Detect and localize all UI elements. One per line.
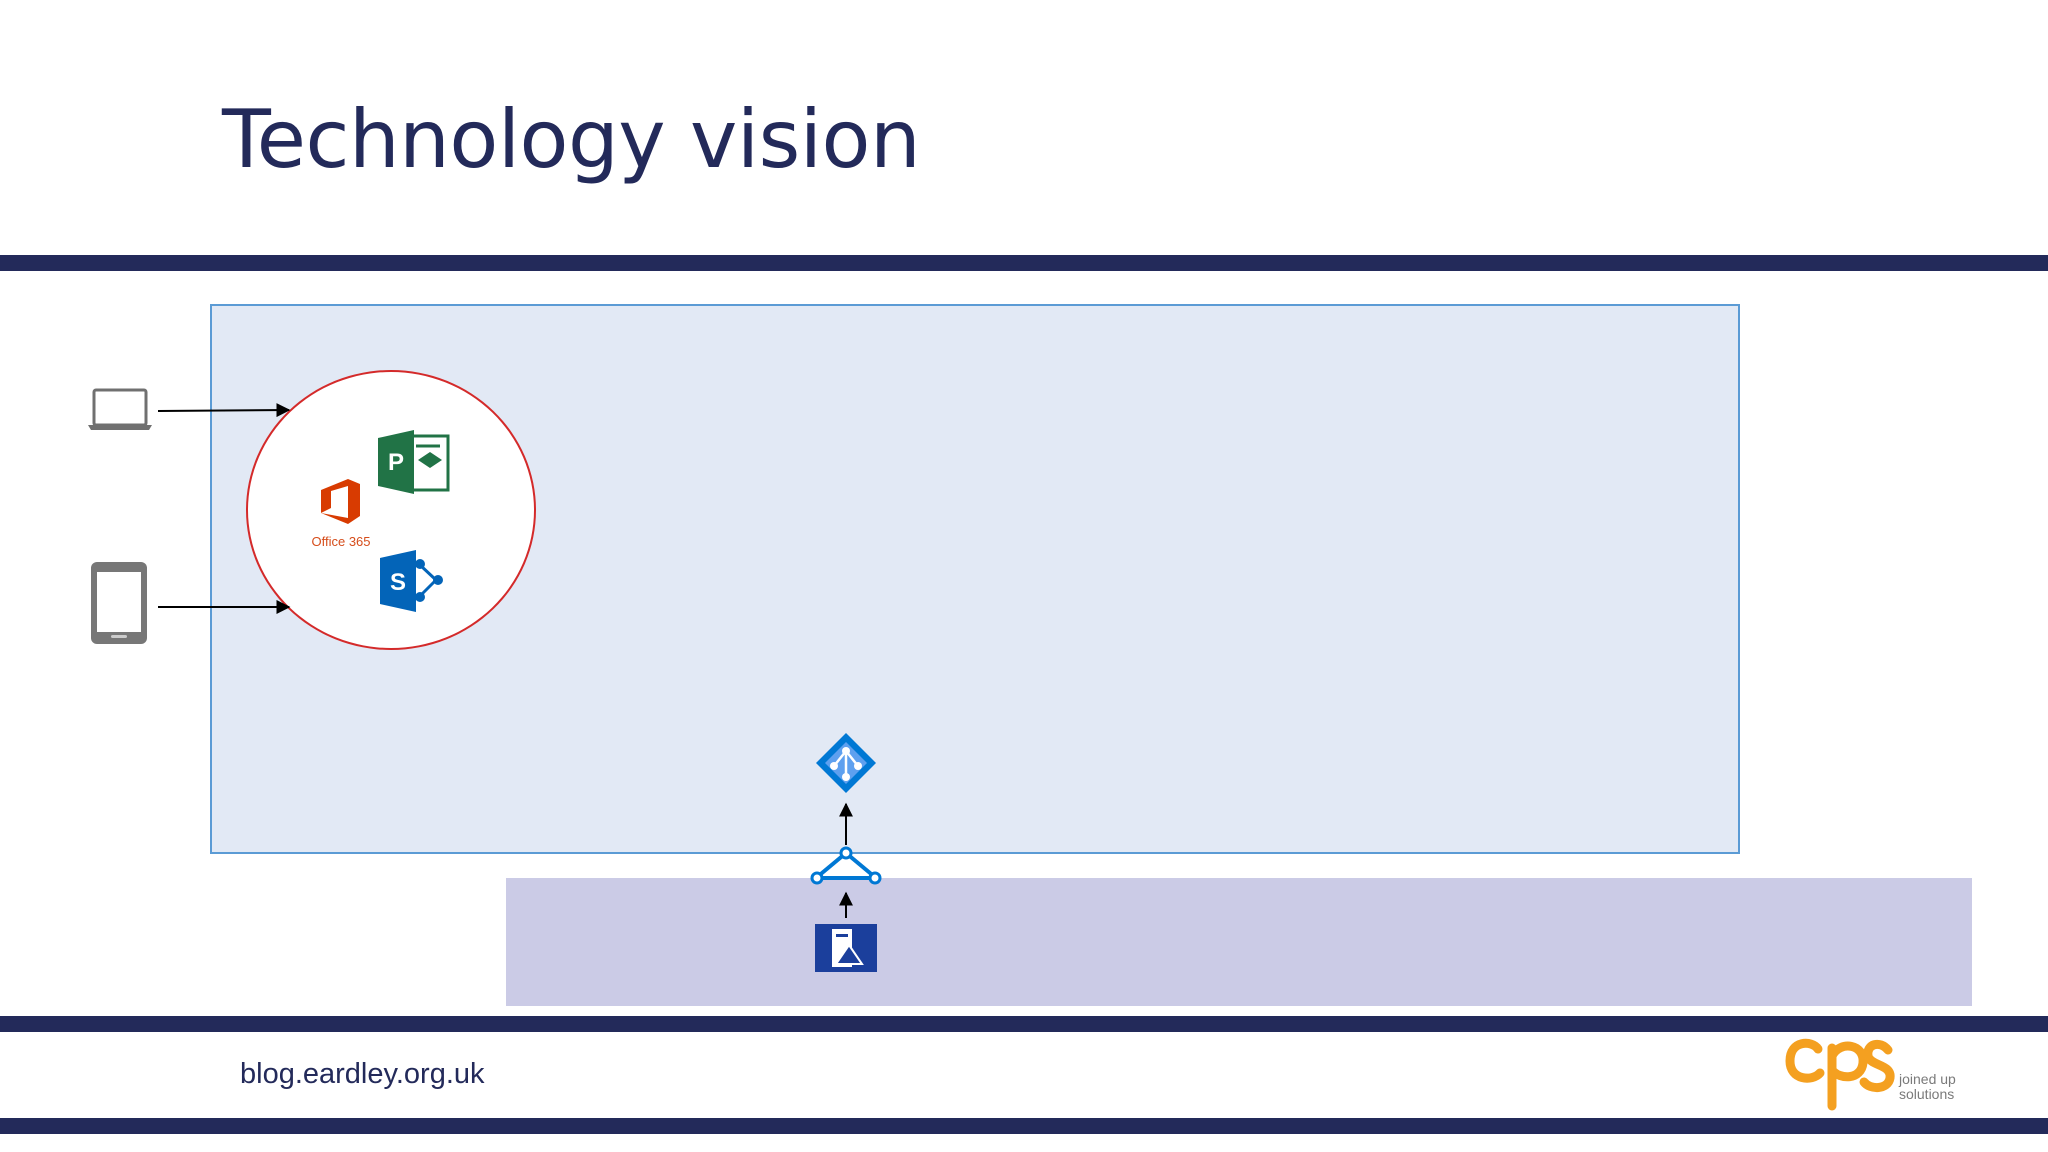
azure-ad-icon [816, 733, 876, 793]
project-icon: P [378, 430, 450, 494]
brand-tagline-line2: solutions [1899, 1086, 1955, 1102]
footer-divider-top [0, 1016, 2048, 1032]
ad-connect-icon [810, 846, 882, 885]
footer-url: blog.eardley.org.uk [240, 1058, 485, 1090]
tablet-icon [91, 562, 147, 644]
office-365-label: Office 365 [311, 534, 371, 549]
slide-title: Technology vision [222, 93, 921, 186]
on-premises-region [506, 878, 1972, 1006]
cps-logo-icon [1785, 1038, 1895, 1111]
laptop-arrow [157, 403, 291, 418]
sharepoint-icon: S [380, 550, 443, 612]
sharepoint-letter: S [390, 569, 406, 596]
office-365-icon [321, 479, 360, 524]
project-letter: P [388, 449, 404, 476]
brand-tagline: joined up solutions [1899, 1072, 1956, 1102]
laptop-icon [88, 388, 152, 430]
footer-divider-bottom [0, 1118, 2048, 1134]
server-icon [815, 924, 877, 972]
header-divider [0, 255, 2048, 271]
brand-tagline-line1: joined up [1899, 1071, 1956, 1087]
